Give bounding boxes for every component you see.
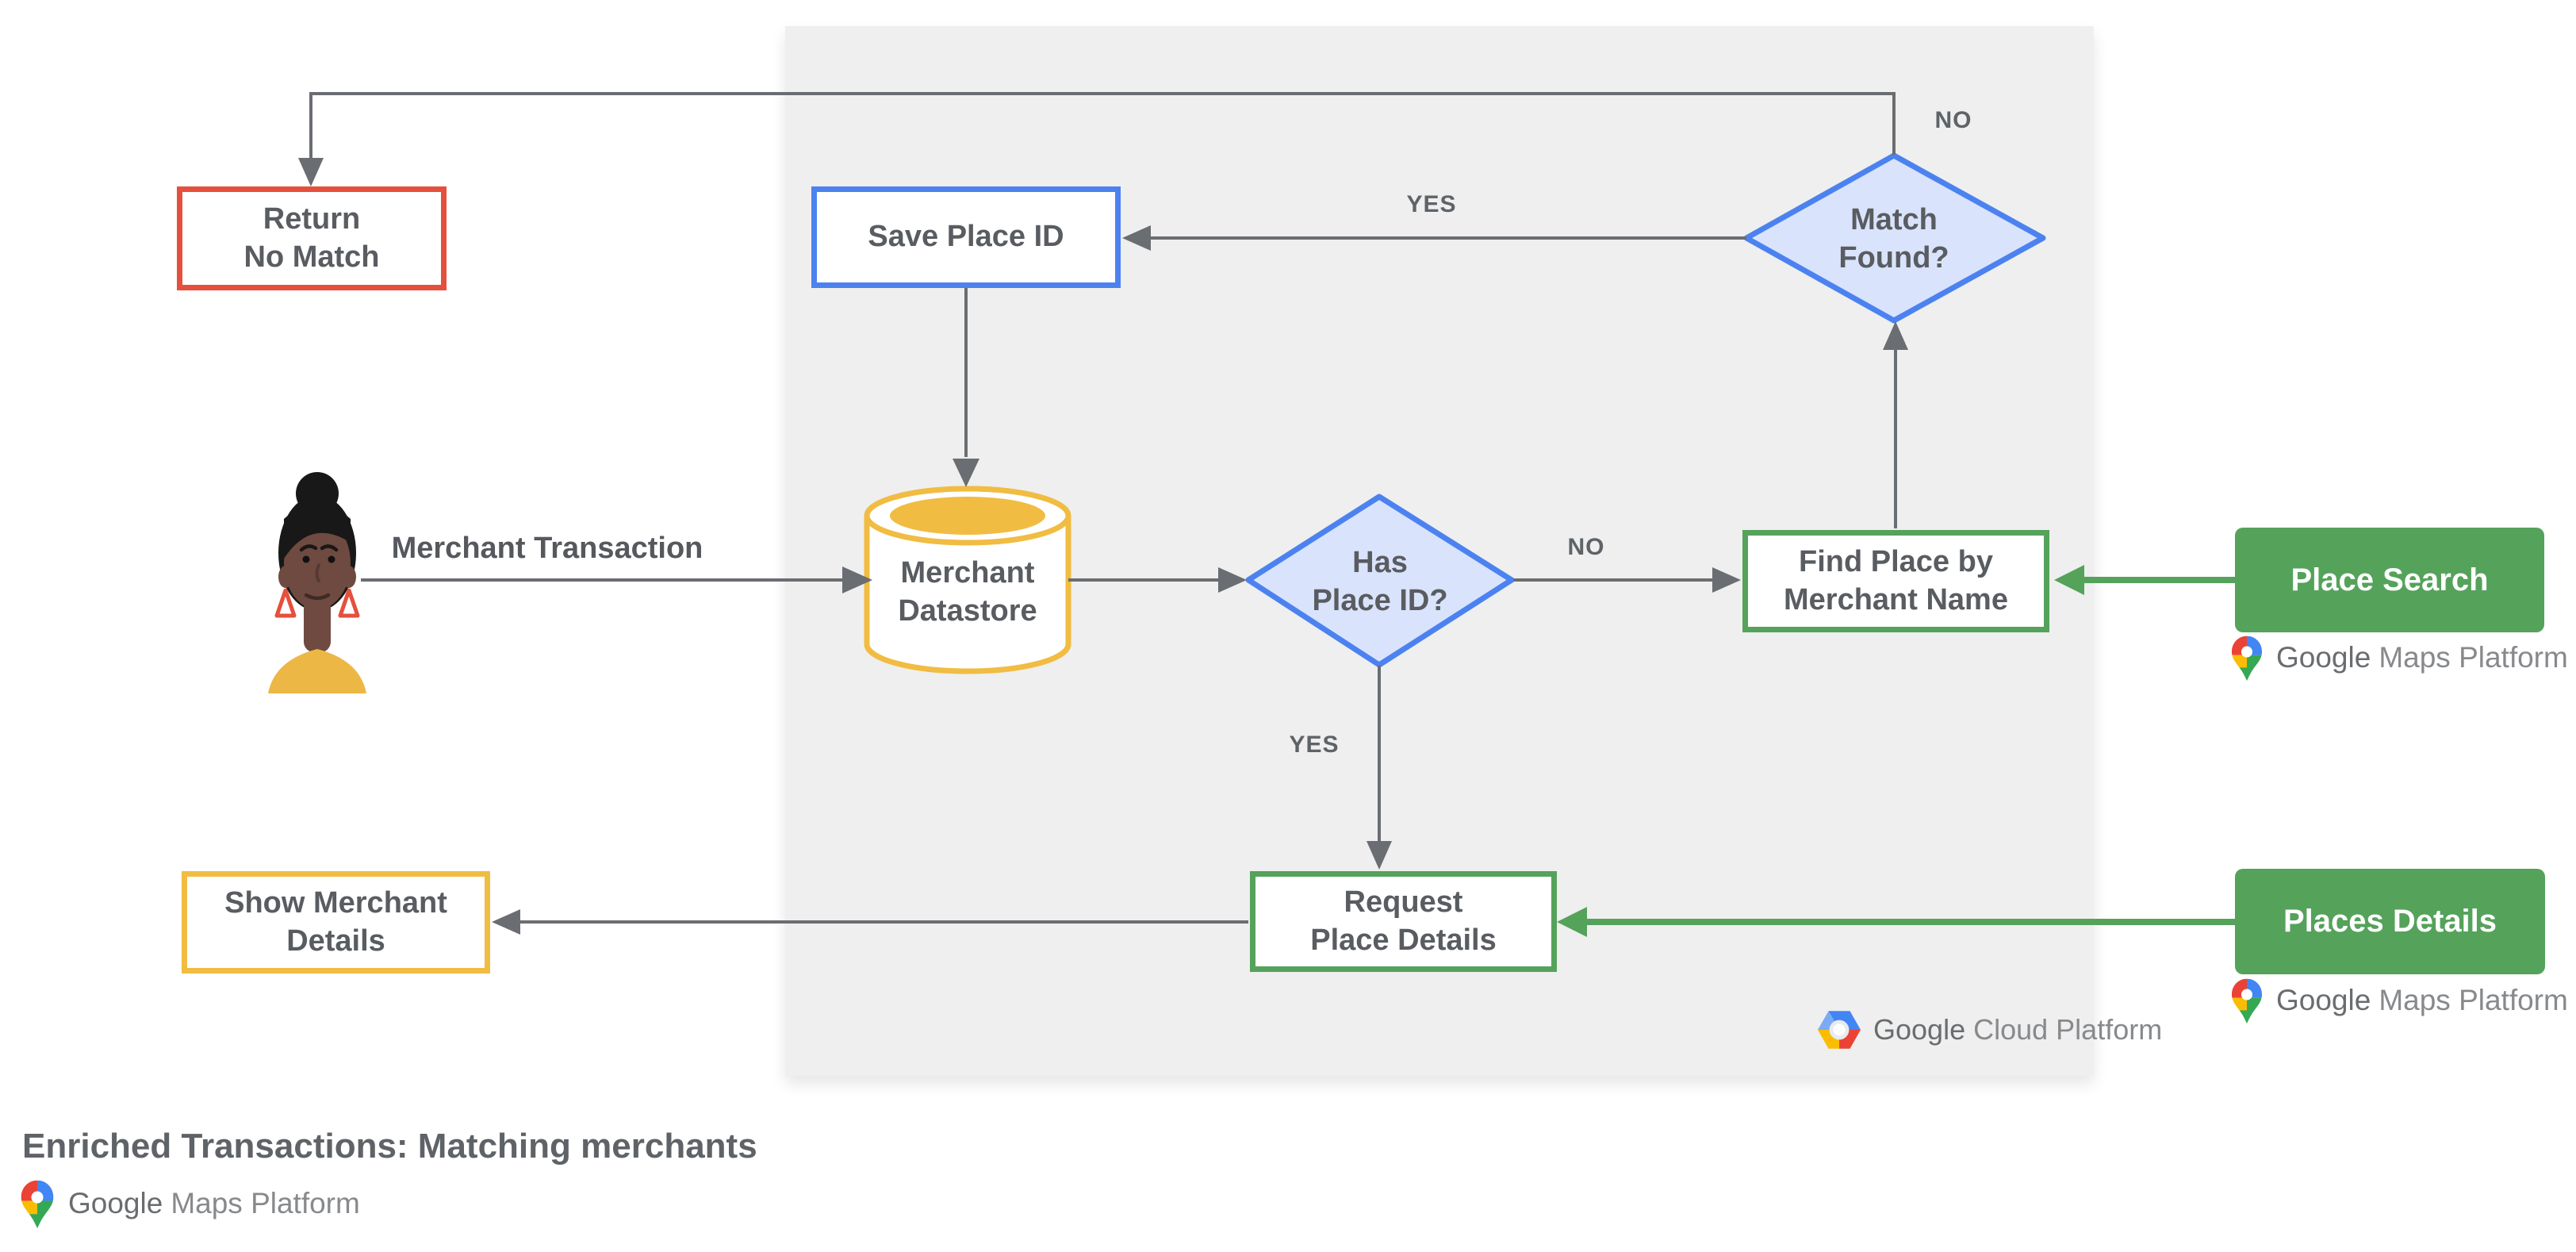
gray-arrowheads [298, 158, 1908, 935]
logo-word-google: Google [1873, 1013, 1966, 1046]
logo-word-rest: Maps Platform [2379, 641, 2568, 674]
google-maps-pin-icon [2231, 978, 2263, 1023]
places-details-api-node: Places Details [2235, 869, 2545, 974]
edge-label-yes-request: YES [1289, 732, 1340, 758]
google-maps-pin-icon [2231, 636, 2263, 681]
google-maps-pin-icon [21, 1180, 54, 1228]
datastore-cylinder-shape [864, 486, 1071, 674]
request-place-details-node: Request Place Details [1250, 871, 1557, 972]
has-place-id-diamond [1245, 494, 1515, 668]
edge-label-no-return: NO [1934, 107, 1972, 133]
logo-word-google: Google [68, 1187, 163, 1219]
green-connectors [1577, 577, 2235, 925]
save-place-id-node: Save Place ID [811, 186, 1121, 288]
logo-word-rest: Cloud Platform [1973, 1013, 2163, 1046]
edge-label-no-find: NO [1567, 534, 1605, 560]
logo-word-google: Google [2276, 984, 2371, 1016]
logo-word-rest: Maps Platform [2379, 984, 2568, 1016]
return-no-match-node: Return No Match [177, 186, 447, 290]
merchant-transaction-label: Merchant Transaction [391, 532, 703, 565]
gray-connectors [309, 92, 1897, 924]
avatar-earring-right [338, 588, 360, 618]
merchant-user-avatar [268, 472, 366, 693]
green-arrowheads [1557, 565, 2084, 937]
diagram-title: Enriched Transactions: Matching merchant… [22, 1127, 757, 1166]
match-found-diamond [1743, 152, 2046, 324]
logo-word-rest: Maps Platform [171, 1187, 360, 1219]
show-merchant-details-node: Show Merchant Details [182, 871, 490, 974]
find-place-by-merchant-name-node: Find Place by Merchant Name [1742, 530, 2049, 632]
logo-word-google: Google [2276, 641, 2371, 674]
avatar-earring-left [274, 588, 297, 618]
avatar-shoulders [268, 649, 366, 693]
place-search-api-node: Place Search [2235, 528, 2544, 632]
edge-label-yes-save: YES [1406, 191, 1457, 217]
avatar-face [284, 517, 351, 609]
google-cloud-hexagon-icon [1818, 1011, 1861, 1049]
